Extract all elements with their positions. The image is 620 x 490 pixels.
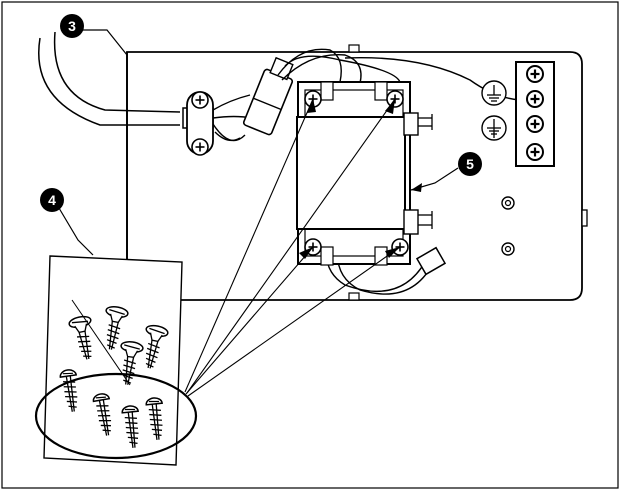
mounting-hole [501, 196, 515, 210]
callout-4: 4 [40, 188, 64, 212]
clamp-screw-icon [191, 91, 209, 109]
side-connector [403, 209, 433, 235]
svg-text:3: 3 [68, 18, 76, 34]
svg-text:4: 4 [48, 192, 56, 208]
screw-group-ellipse [34, 372, 198, 460]
ground-symbol-icon [481, 115, 507, 141]
svg-text:5: 5 [466, 156, 474, 172]
screw-packet [34, 255, 198, 466]
lower-connector [415, 246, 447, 276]
cord-clamp [186, 91, 214, 156]
mounting-hole [501, 242, 515, 256]
leader-lines [184, 98, 401, 397]
side-connector [403, 112, 433, 136]
transformer-unit [296, 81, 447, 276]
callout-3: 3 [60, 14, 84, 38]
clamp-screw-icon [191, 138, 209, 156]
ground-symbol-icon [481, 80, 507, 106]
leader-arrowheads [299, 99, 400, 259]
callout-5: 5 [458, 152, 482, 176]
terminal-block-icon [515, 61, 555, 167]
